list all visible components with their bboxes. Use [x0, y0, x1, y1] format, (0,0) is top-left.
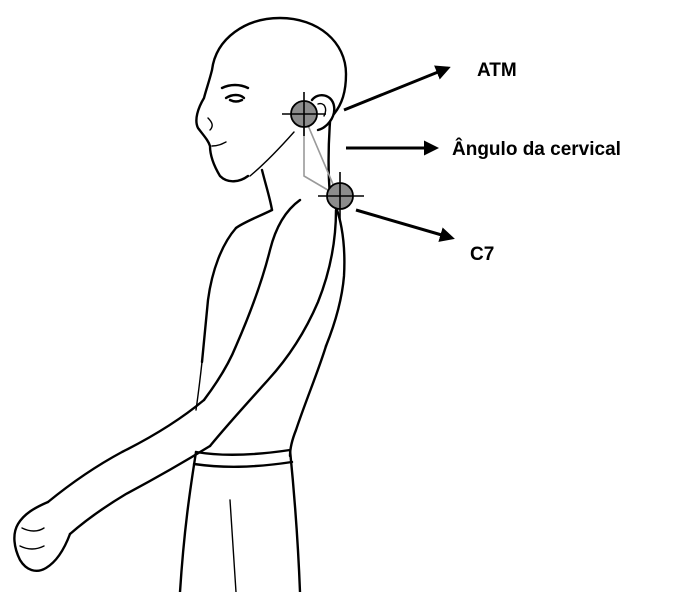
pants-back	[290, 450, 300, 592]
neck-back	[329, 122, 331, 196]
eye	[226, 95, 244, 102]
fist	[14, 502, 70, 571]
jaw-shadow	[250, 132, 294, 176]
chest-front	[202, 228, 236, 362]
nose	[208, 118, 212, 130]
c7-marker	[318, 172, 364, 220]
waistband	[194, 450, 292, 467]
cervical-angle-label: Ângulo da cervical	[452, 138, 621, 160]
mouth	[212, 142, 226, 146]
atm-arrow	[344, 68, 448, 110]
fist-knuckles	[20, 528, 44, 549]
neck-front	[262, 170, 272, 210]
arm-upper-back	[210, 210, 336, 446]
eyebrow	[222, 85, 248, 88]
torso-side	[290, 346, 326, 456]
c7-arrow	[356, 210, 452, 238]
forearm-bottom	[70, 446, 210, 534]
c7-label: C7	[470, 244, 494, 265]
forearm-top	[48, 400, 204, 502]
arm-upper-front	[204, 200, 300, 400]
pants-front	[180, 452, 196, 592]
pants-fold	[230, 500, 236, 592]
atm-label: ATM	[477, 60, 517, 81]
